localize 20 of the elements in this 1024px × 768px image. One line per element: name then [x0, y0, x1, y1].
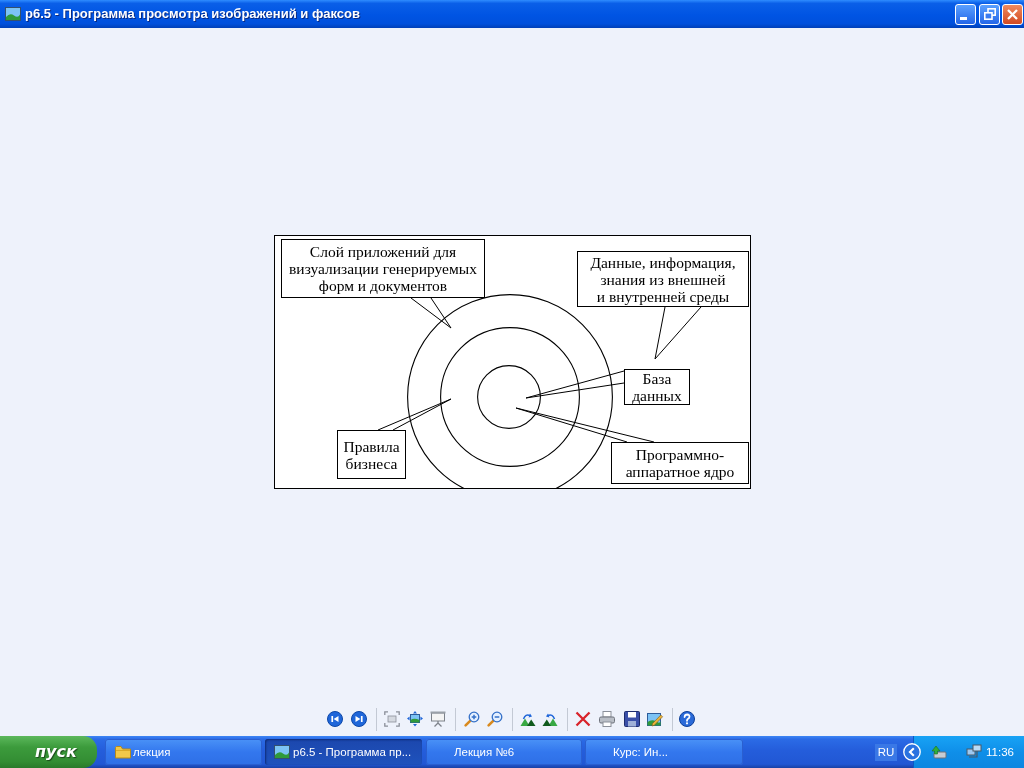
taskbar-button: Лекция №6 — [426, 739, 582, 765]
language-indicator: RU — [875, 744, 897, 761]
leader-line — [515, 407, 655, 443]
callout-box: Данные, информация, знания из внешней и внутренней среды — [577, 251, 749, 307]
clock-text: 11:36 — [986, 745, 1014, 759]
leader-line — [410, 297, 452, 329]
inner-circle — [477, 365, 541, 429]
window-title: р6.5 - Программа просмотра изображений и факсов — [25, 6, 360, 22]
leader-line — [377, 398, 452, 431]
leader-line — [525, 370, 625, 399]
leader-line — [654, 306, 702, 360]
taskbar-button: лекция — [105, 739, 262, 765]
callout-box: База данных — [624, 369, 690, 405]
start-button: пуск — [0, 736, 97, 768]
callout-box: Правила бизнеса — [337, 430, 406, 479]
taskbar-button: Курс: Ин... — [585, 739, 743, 765]
callout-box: Слой приложений для визуализации генерируемых форм и документов — [281, 239, 485, 298]
taskbar-button: р6.5 - Программа пр... — [265, 739, 422, 765]
middle-circle — [440, 327, 580, 467]
callout-box: Программно-аппаратное ядро — [611, 442, 749, 484]
